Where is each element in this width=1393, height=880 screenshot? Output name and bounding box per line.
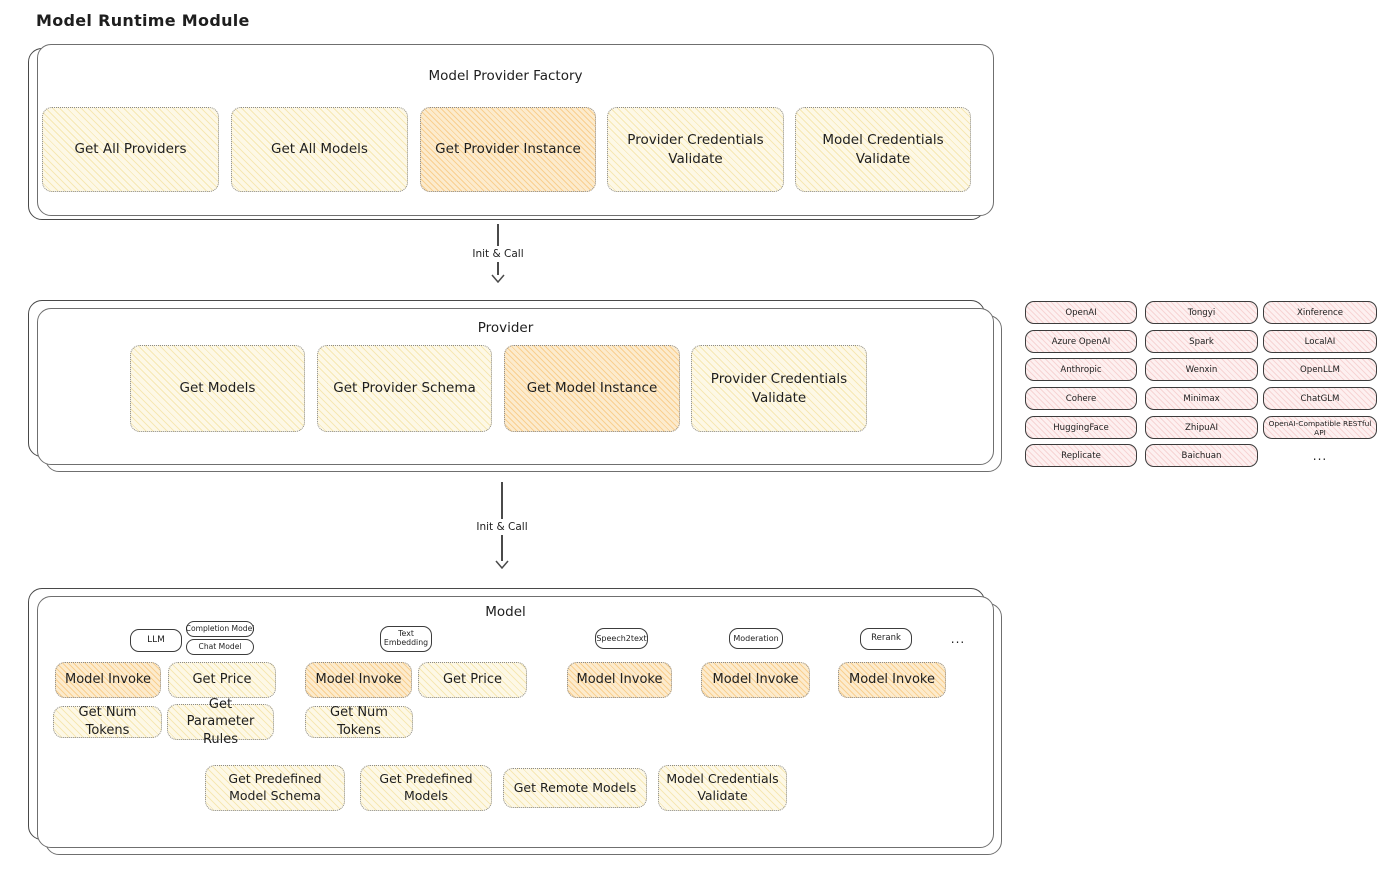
provider-pill-baichuan: Baichuan (1145, 444, 1258, 467)
node-get-predefined-models: Get Predefined Models (360, 765, 492, 811)
provider-pill-huggingface: HuggingFace (1025, 416, 1137, 439)
node-get-num-tokens-embedding: Get Num Tokens (305, 705, 413, 738)
provider-pill-openllm: OpenLLM (1263, 358, 1377, 381)
node-get-models: Get Models (130, 345, 305, 432)
provider-pill-spark: Spark (1145, 330, 1258, 353)
tab-completion-model: Completion Model (186, 621, 254, 637)
node-model-credentials-validate-factory: Model Credentials Validate (795, 107, 971, 192)
arrow-line (501, 482, 503, 519)
provider-pill-openai-compatible: OpenAI-Compatible RESTful API (1263, 416, 1377, 439)
node-get-all-providers: Get All Providers (42, 107, 219, 192)
node-get-predefined-model-schema: Get Predefined Model Schema (205, 765, 345, 811)
tab-chat-model: Chat Model (186, 639, 254, 655)
provider-pill-chatglm: ChatGLM (1263, 387, 1377, 410)
arrow-line (497, 262, 499, 275)
node-get-all-models: Get All Models (231, 107, 408, 192)
node-get-price-embedding: Get Price (418, 662, 527, 698)
tab-speech2text: Speech2text (595, 628, 648, 649)
node-model-invoke-embedding: Model Invoke (305, 662, 412, 698)
arrow-label: Init & Call (469, 246, 527, 262)
tabs-ellipsis: ... (950, 632, 966, 646)
provider-pill-replicate: Replicate (1025, 444, 1137, 467)
node-get-price-llm: Get Price (168, 662, 276, 698)
arrow-down-icon (491, 274, 505, 283)
node-get-num-tokens-llm: Get Num Tokens (53, 705, 162, 738)
provider-pill-xinference: Xinference (1263, 301, 1377, 324)
arrow-down-icon (495, 560, 509, 569)
tab-moderation: Moderation (729, 628, 783, 649)
provider-pill-anthropic: Anthropic (1025, 358, 1137, 381)
arrow-line (497, 224, 499, 246)
provider-pill-openai: OpenAI (1025, 301, 1137, 324)
node-get-remote-models: Get Remote Models (503, 768, 647, 808)
node-model-invoke-moderation: Model Invoke (701, 662, 810, 698)
arrow-factory-to-provider: Init & Call (458, 224, 538, 296)
page-title: Model Runtime Module (36, 11, 250, 30)
provider-grid-ellipsis: ... (1312, 448, 1328, 463)
factory-panel-title: Model Provider Factory (428, 68, 583, 84)
node-provider-credentials-validate-factory: Provider Credentials Validate (607, 107, 784, 192)
tab-rerank: Rerank (860, 628, 912, 650)
arrow-label: Init & Call (473, 519, 531, 535)
node-get-parameter-rules: Get Parameter Rules (167, 697, 274, 747)
provider-panel-title: Provider (477, 320, 534, 336)
tab-text-embedding: Text Embedding (380, 626, 432, 652)
node-get-model-instance: Get Model Instance (504, 345, 680, 432)
provider-pill-cohere: Cohere (1025, 387, 1137, 410)
provider-pill-azure-openai: Azure OpenAI (1025, 330, 1137, 353)
node-get-provider-instance: Get Provider Instance (420, 107, 596, 192)
tab-llm: LLM (130, 629, 182, 652)
node-model-invoke-llm: Model Invoke (55, 662, 161, 698)
node-get-provider-schema: Get Provider Schema (317, 345, 492, 432)
provider-pill-zhipuai: ZhipuAI (1145, 416, 1258, 439)
model-panel-title: Model (485, 604, 526, 620)
provider-pill-tongyi: Tongyi (1145, 301, 1258, 324)
provider-pill-minimax: Minimax (1145, 387, 1258, 410)
provider-pill-localai: LocalAI (1263, 330, 1377, 353)
arrow-provider-to-model: Init & Call (462, 482, 542, 580)
node-provider-credentials-validate: Provider Credentials Validate (691, 345, 867, 432)
arrow-line (501, 535, 503, 561)
provider-pill-wenxin: Wenxin (1145, 358, 1258, 381)
node-model-invoke-rerank: Model Invoke (838, 662, 946, 698)
node-model-credentials-validate: Model Credentials Validate (658, 765, 787, 811)
node-model-invoke-speech2text: Model Invoke (567, 662, 672, 698)
